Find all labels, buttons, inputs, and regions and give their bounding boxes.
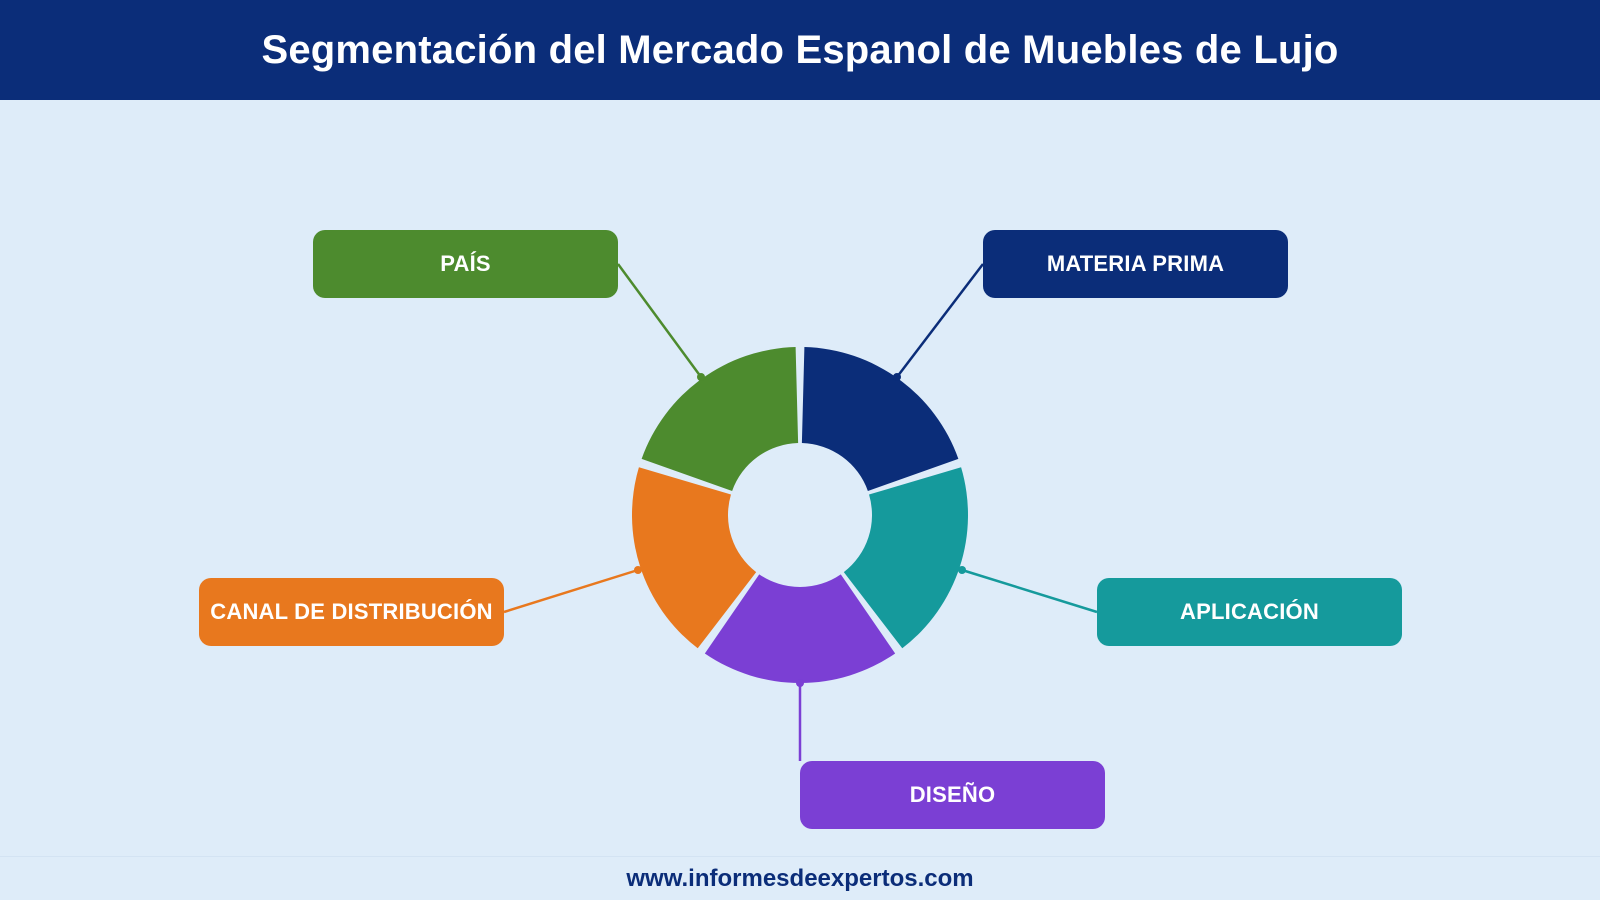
label-diseno: DISEÑO [909,782,996,807]
connector-aplicacion [961,568,1098,614]
connector-dot-canal-de-distribucion [634,566,642,574]
label-pais: PAÍS [440,251,491,276]
footer: www.informesdeexpertos.com [0,856,1600,900]
connector-pais [616,263,703,378]
ring-segment-diseno [704,574,896,683]
connector-materia-prima [896,263,984,378]
footer-url: www.informesdeexpertos.com [626,864,974,892]
connector-canal-de-distribucion [503,568,639,614]
connector-dot-materia-prima [893,373,901,381]
label-aplicacion: APLICACIÓN [1180,599,1319,624]
page-title: Segmentación del Mercado Espanol de Mueb… [261,27,1339,72]
label-box-aplicacion: APLICACIÓN [1097,578,1402,646]
connector-dot-aplicacion [958,566,966,574]
connector-dot-diseno [796,679,804,687]
header-bar: Segmentación del Mercado Espanol de Mueb… [0,0,1600,100]
connector-dot-pais [697,373,705,381]
label-box-pais: PAÍS [313,230,618,298]
label-box-canal-de-distribucion: CANAL DE DISTRIBUCIÓN [199,578,504,646]
donut-ring [632,347,968,683]
connector-lines [503,263,1098,761]
ring-segment-pais [641,347,799,491]
label-materia-prima: MATERIA PRIMA [1046,251,1225,276]
ring-segment-canal-de-distribucion [632,467,757,649]
label-canal-de-distribucion: CANAL DE DISTRIBUCIÓN [210,599,493,624]
label-box-diseno: DISEÑO [800,761,1105,829]
ring-segment-aplicacion [843,467,968,649]
ring-segment-materia-prima [801,347,959,491]
label-box-materia-prima: MATERIA PRIMA [983,230,1288,298]
